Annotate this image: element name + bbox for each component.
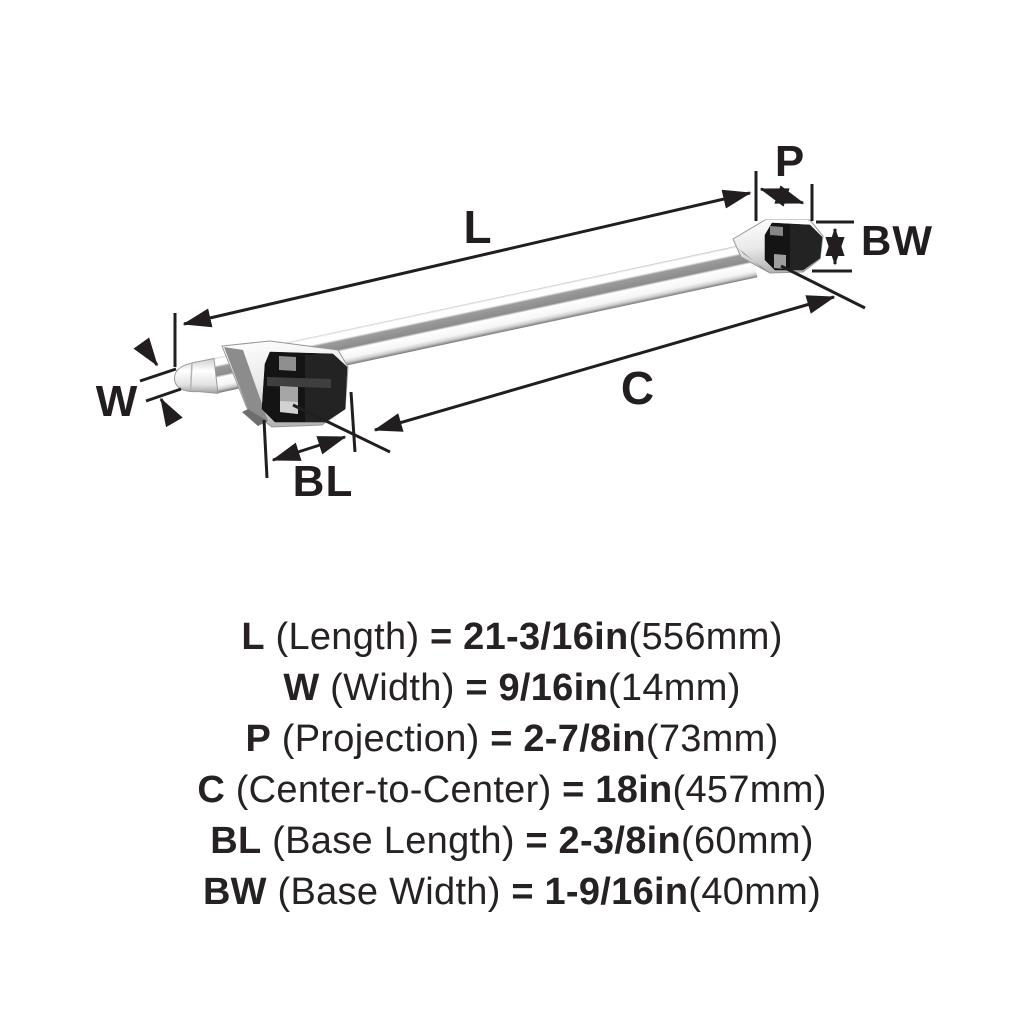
left-post-slot <box>267 377 331 388</box>
left-post-cone-shade <box>224 347 268 421</box>
right-post-top-sliver <box>765 220 810 225</box>
spec-value-in: 2-7/8in <box>523 718 646 760</box>
label-W: W <box>96 377 139 426</box>
spec-value-in: 21-3/16in <box>463 616 629 658</box>
spec-line-base-width: BW(Base Width)=1-9/16in(40mm) <box>0 867 1024 918</box>
spec-symbol: C <box>197 769 226 811</box>
spec-symbol: W <box>283 667 320 709</box>
spec-name: (Length) <box>275 616 420 658</box>
bar-end-cap <box>173 357 219 395</box>
dim-P-line <box>759 185 805 207</box>
spec-value-in: 18in <box>595 769 673 811</box>
dimension-lines <box>133 171 866 479</box>
label-BL: BL <box>293 457 354 506</box>
right-post-top-tab <box>770 226 783 236</box>
left-post <box>221 340 349 428</box>
spec-equals: = <box>430 616 453 658</box>
dim-W-arrow-top <box>133 337 159 367</box>
label-BW: BW <box>861 217 933 264</box>
spec-equals: = <box>562 769 585 811</box>
left-post-bottom-shadow <box>242 409 268 426</box>
spec-symbol: BW <box>202 871 267 913</box>
dim-C-line <box>373 295 836 432</box>
dim-L-line <box>182 189 752 328</box>
right-post-inner-sheen <box>790 224 822 270</box>
spec-value-mm: (14mm) <box>607 667 741 709</box>
label-L: L <box>463 201 492 253</box>
dim-W-tick-top <box>139 367 177 383</box>
towel-bar-diagram: L P BW C BL W <box>96 137 933 506</box>
spec-symbol: BL <box>210 820 262 862</box>
spec-value-in: 1-9/16in <box>544 871 689 913</box>
spec-value-mm: (40mm) <box>688 871 822 913</box>
dim-BL-line <box>271 435 347 462</box>
spec-value-mm: (457mm) <box>672 769 827 811</box>
bar-end-facet-line <box>189 362 193 392</box>
spec-symbol: P <box>245 718 272 760</box>
spec-name: (Base Width) <box>277 871 501 913</box>
label-P: P <box>775 137 805 186</box>
left-post-inner-sheen <box>305 354 347 422</box>
spec-value-mm: (556mm) <box>628 616 783 658</box>
spec-value-mm: (73mm) <box>645 718 779 760</box>
spec-equals: = <box>525 820 548 862</box>
spec-name: (Center-to-Center) <box>235 769 552 811</box>
spec-value-in: 9/16in <box>498 667 608 709</box>
spec-name: (Width) <box>330 667 455 709</box>
spec-name: (Base Length) <box>272 820 515 862</box>
spec-line-base-length: BL(Base Length)=2-3/8in(60mm) <box>0 816 1024 867</box>
left-post-top-tab <box>279 356 296 371</box>
dim-C-ext-right <box>780 264 866 310</box>
dimension-labels: L P BW C BL W <box>96 137 933 506</box>
spec-equals: = <box>465 667 488 709</box>
spec-value-mm: (60mm) <box>681 820 814 862</box>
spec-line-length: L(Length)=21-3/16in(556mm) <box>0 612 1024 663</box>
right-post-bracket-tab <box>774 254 786 269</box>
label-C: C <box>621 362 655 414</box>
spec-line-width: W(Width)=9/16in(14mm) <box>0 663 1024 714</box>
dim-W-arrow-bottom <box>159 397 183 428</box>
spec-symbol: L <box>241 616 265 658</box>
spec-equals: = <box>490 718 513 760</box>
spec-value-in: 2-3/8in <box>558 820 682 862</box>
spec-name: (Projection) <box>281 718 480 760</box>
spec-list: L(Length)=21-3/16in(556mm) W(Width)=9/16… <box>0 612 1024 918</box>
dim-W-tick-bottom <box>145 387 182 403</box>
dim-BL-tick-right <box>349 391 357 453</box>
dim-BL-tick-left <box>262 419 269 479</box>
dim-C-ext-left <box>292 403 391 454</box>
spec-line-center-to-center: C(Center-to-Center)=18in(457mm) <box>0 765 1024 816</box>
spec-equals: = <box>511 871 534 913</box>
spec-line-projection: P(Projection)=2-7/8in(73mm) <box>0 714 1024 765</box>
